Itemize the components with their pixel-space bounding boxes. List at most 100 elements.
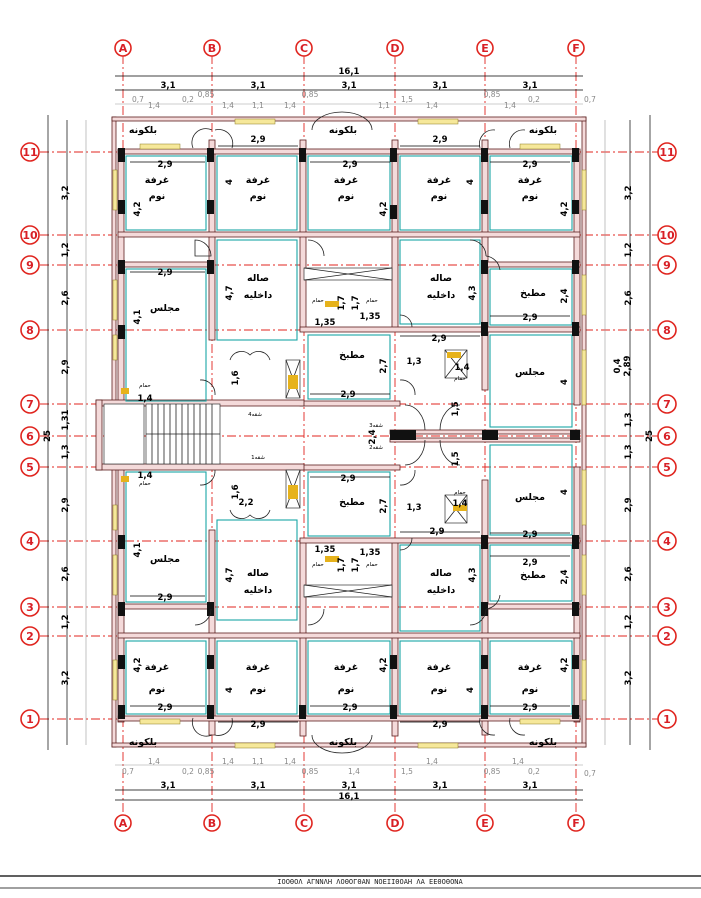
svg-text:غرفة: غرفة: [427, 175, 451, 186]
axis-bubble-8-left: 8: [20, 320, 40, 340]
svg-text:1,4: 1,4: [426, 101, 438, 110]
axis-bubble-e-bottom: E: [476, 814, 494, 832]
svg-text:نوم: نوم: [149, 684, 166, 695]
svg-text:1,3: 1,3: [624, 412, 634, 427]
svg-text:C: C: [300, 817, 308, 830]
svg-text:1,35: 1,35: [315, 545, 336, 555]
top-dimension-chain: 16,1 3,1 3,1 3,1 3,1 3,1 0,7 1,4 0,2 0,8…: [115, 67, 596, 110]
svg-text:نوم: نوم: [149, 191, 166, 202]
bath-label: حمام: [366, 298, 378, 304]
svg-text:2,9: 2,9: [342, 160, 357, 170]
majlis-label: مجلس: [150, 554, 180, 565]
svg-text:25: 25: [645, 430, 655, 442]
svg-text:1,7: 1,7: [351, 295, 361, 310]
majlis-label: مجلس: [515, 492, 545, 503]
svg-text:داخليه: داخليه: [427, 585, 456, 596]
axis-bubble-3-left: 3: [20, 597, 40, 617]
svg-text:صاله: صاله: [247, 568, 269, 579]
svg-text:1,3: 1,3: [624, 444, 634, 459]
bedroom-label: غرفة نوم: [518, 175, 542, 202]
axis-bubbles-left: 11 10 9 8 7 6 5 4 3 2 1: [20, 142, 40, 729]
svg-text:1,31: 1,31: [61, 409, 71, 430]
overall-width-top: 16,1: [339, 67, 360, 77]
svg-text:نوم: نوم: [250, 191, 267, 202]
svg-text:1,4: 1,4: [504, 101, 516, 110]
svg-text:1,4: 1,4: [148, 101, 160, 110]
svg-text:غرفة: غرفة: [518, 175, 542, 186]
bay-width-top-1: 3,1: [160, 81, 175, 91]
balcony-arcs: [191, 111, 526, 754]
svg-text:1,6: 1,6: [231, 370, 241, 385]
svg-text:1,4: 1,4: [512, 757, 524, 766]
svg-text:2,9: 2,9: [61, 359, 71, 374]
svg-text:نوم: نوم: [522, 191, 539, 202]
svg-text:2,4: 2,4: [560, 569, 570, 584]
svg-text:1,7: 1,7: [337, 295, 347, 310]
axis-bubble-1-right: 1: [657, 709, 677, 729]
svg-text:1,4: 1,4: [426, 757, 438, 766]
svg-text:4: 4: [560, 489, 570, 495]
svg-text:4: 4: [663, 535, 671, 548]
bay-width-top-4: 3,1: [432, 81, 447, 91]
svg-text:A: A: [119, 42, 128, 55]
svg-text:2,6: 2,6: [624, 290, 634, 305]
svg-text:2: 2: [26, 630, 34, 643]
axis-bubble-d-bottom: D: [386, 814, 404, 832]
svg-text:2,9: 2,9: [624, 497, 634, 512]
svg-text:E: E: [481, 42, 489, 55]
svg-text:1,2: 1,2: [624, 614, 634, 629]
svg-text:0,85: 0,85: [198, 90, 215, 99]
svg-text:1,35: 1,35: [315, 318, 336, 328]
svg-text:1: 1: [663, 713, 671, 726]
axis-bubble-7-left: 7: [20, 394, 40, 414]
svg-text:صاله: صاله: [247, 273, 269, 284]
svg-text:1,1: 1,1: [252, 757, 264, 766]
svg-text:2,89: 2,89: [623, 355, 633, 376]
svg-text:نوم: نوم: [338, 684, 355, 695]
balcony-label: بلكونه: [529, 125, 557, 136]
svg-text:4,3: 4,3: [468, 285, 478, 300]
svg-text:1,6: 1,6: [231, 484, 241, 499]
svg-text:1,1: 1,1: [378, 101, 390, 110]
svg-text:1,5: 1,5: [451, 451, 461, 466]
svg-text:0,2: 0,2: [182, 95, 194, 104]
svg-text:9: 9: [663, 259, 671, 272]
axis-bubble-d-top: D: [386, 39, 404, 57]
flat-label: شقه2: [369, 445, 383, 451]
svg-text:3,2: 3,2: [61, 670, 71, 685]
svg-text:25: 25: [43, 430, 53, 442]
svg-text:6: 6: [26, 430, 34, 443]
svg-text:1,35: 1,35: [360, 548, 381, 558]
svg-text:2,9: 2,9: [340, 390, 355, 400]
axis-bubble-11-right: 11: [657, 142, 677, 162]
svg-text:1,4: 1,4: [148, 757, 160, 766]
svg-text:4,2: 4,2: [560, 201, 570, 216]
svg-text:0,85: 0,85: [302, 767, 319, 776]
structural-columns: [118, 148, 580, 719]
svg-text:11: 11: [22, 146, 37, 159]
axis-bubble-5-left: 5: [20, 457, 40, 477]
svg-text:4,1: 4,1: [133, 542, 143, 557]
svg-text:نوم: نوم: [431, 191, 448, 202]
axis-bubble-10-right: 10: [657, 225, 677, 245]
kitchen-label: مطبخ: [339, 497, 365, 508]
svg-text:4,2: 4,2: [133, 201, 143, 216]
bedroom-label: غرفة نوم: [427, 175, 451, 202]
svg-text:4: 4: [225, 179, 235, 185]
svg-text:1,4: 1,4: [137, 394, 152, 404]
right-dimension-chain: 25 3,2 1,2 2,6 0,4 2,89 1,3 1,3 2,9 2,6 …: [604, 115, 655, 750]
svg-text:2,9: 2,9: [157, 703, 172, 713]
majlis-label: مجلس: [150, 303, 180, 314]
svg-text:غرفة: غرفة: [334, 175, 358, 186]
svg-text:0,2: 0,2: [182, 767, 194, 776]
svg-text:1,4: 1,4: [137, 471, 152, 481]
svg-text:1,2: 1,2: [61, 614, 71, 629]
svg-text:2,9: 2,9: [522, 703, 537, 713]
svg-text:2,9: 2,9: [157, 593, 172, 603]
